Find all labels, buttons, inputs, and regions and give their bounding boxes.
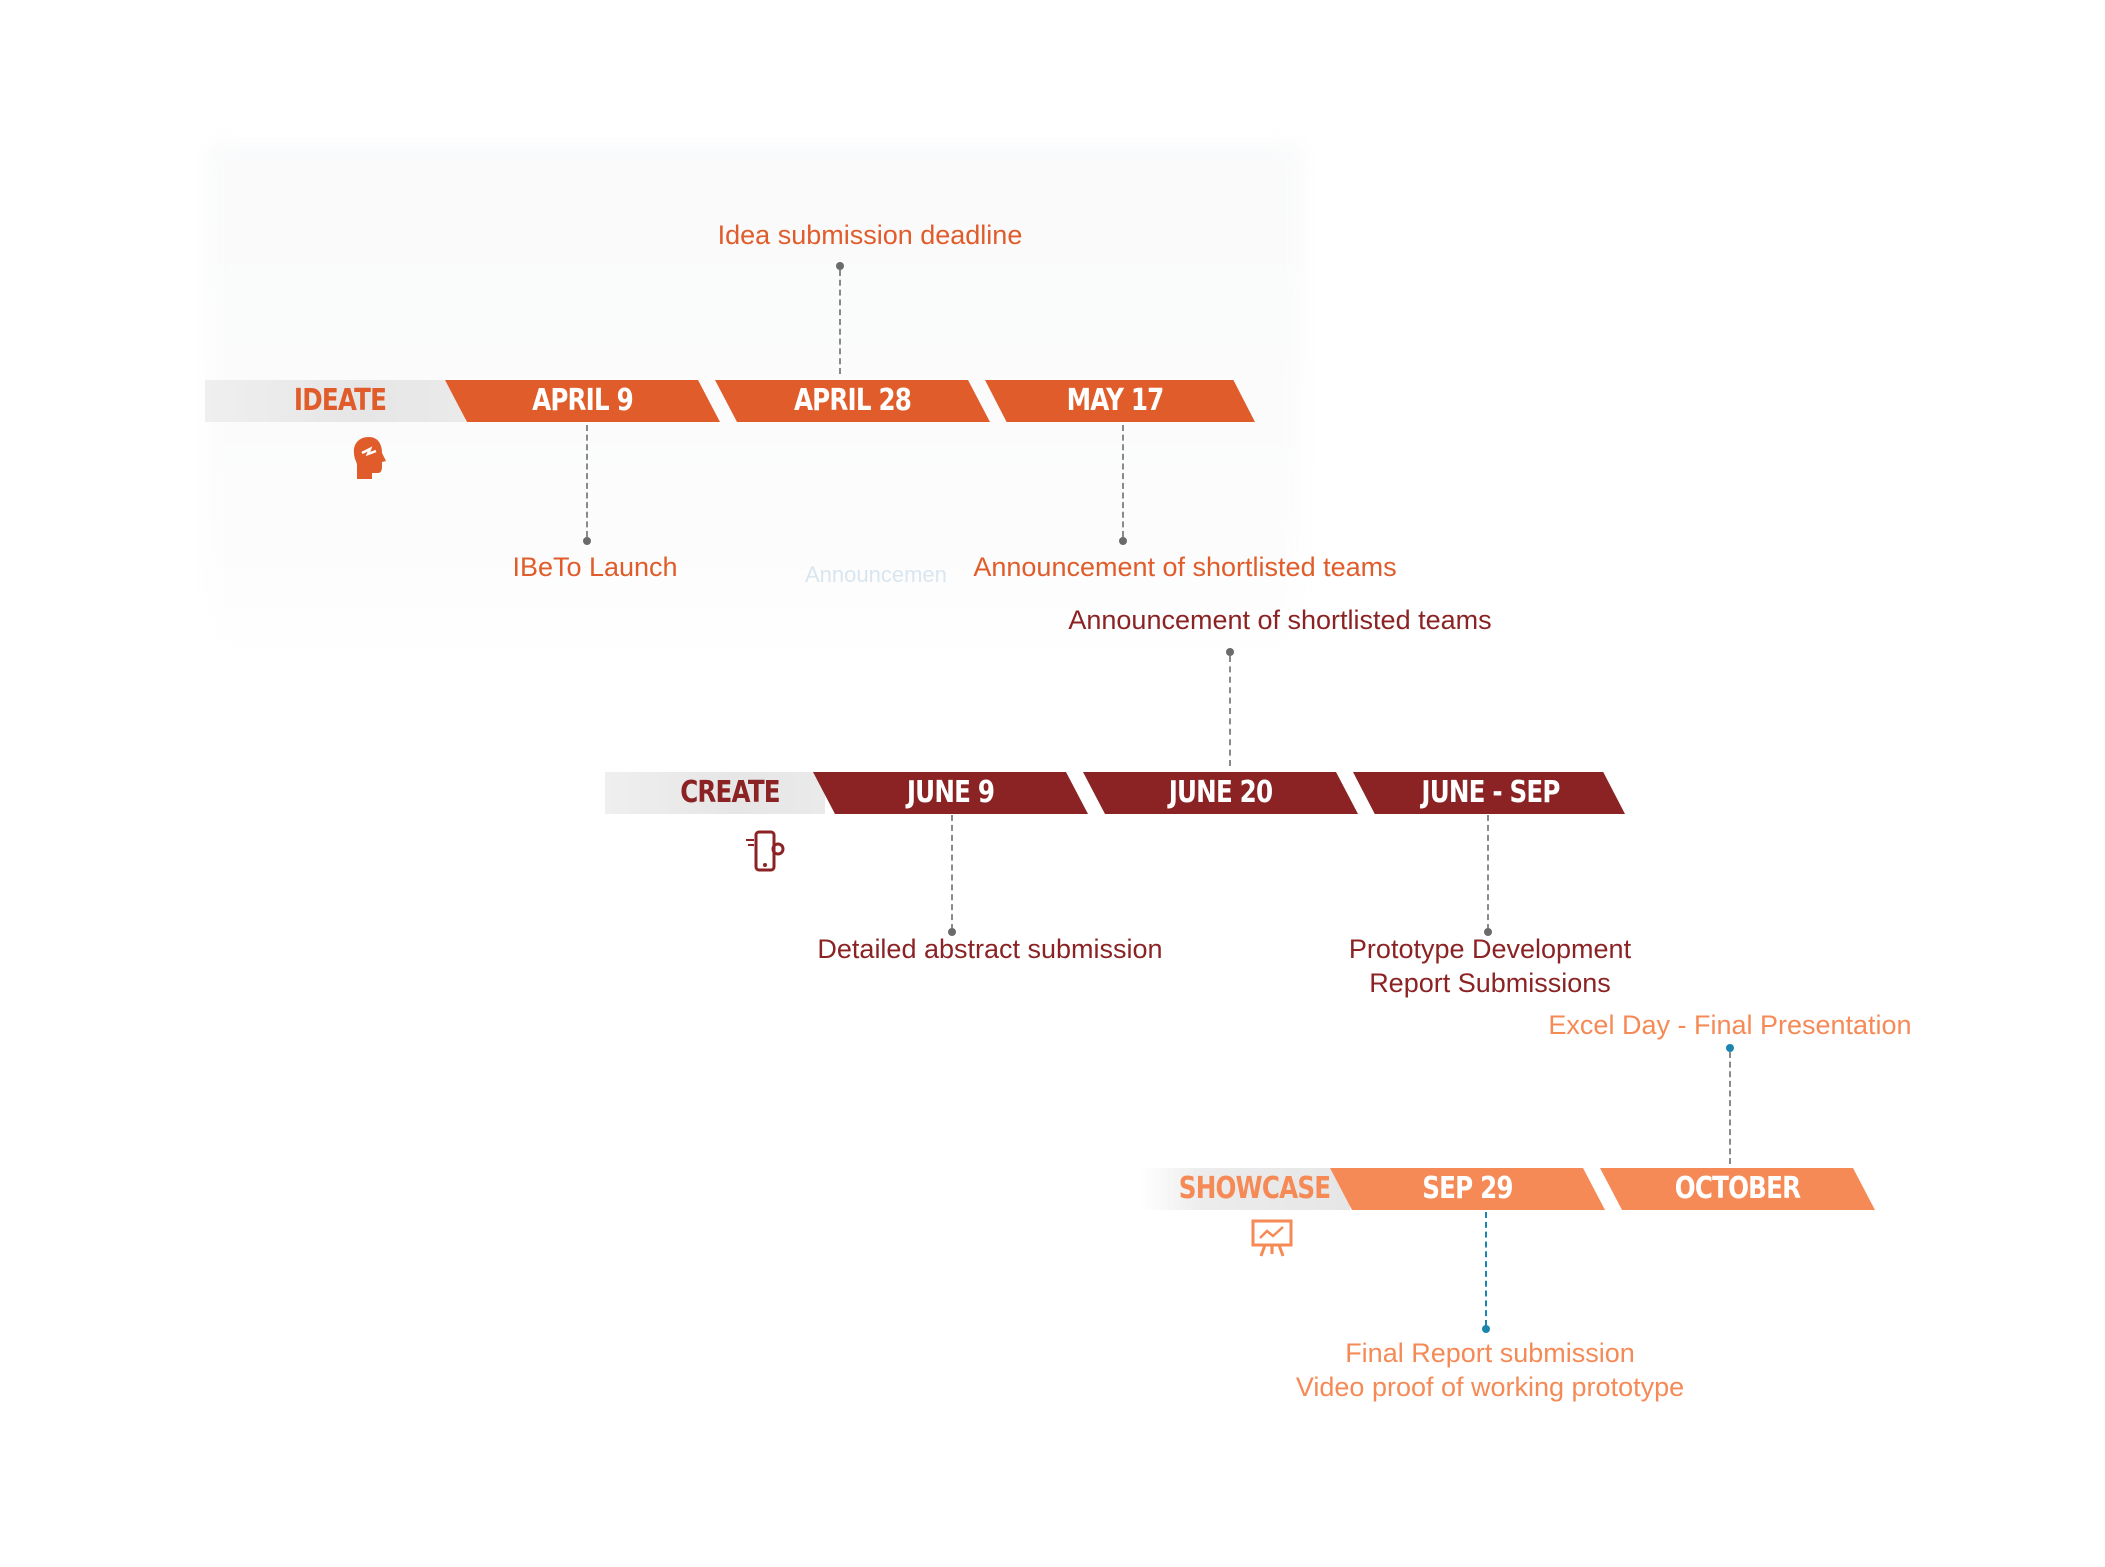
create-date-slab [1083,772,1358,814]
ideate-note-shortlisted: Announcement of shortlisted teams [973,552,1397,582]
connector-dot [948,928,956,936]
connector-line [1122,425,1124,537]
showcase-bar: SHOWCASE SEP 29 OCTOBER [1140,1168,1875,1210]
connector-line [1485,1212,1487,1326]
showcase-track [1140,1168,1350,1210]
ideate-date-3: MAY 17 [1066,383,1165,418]
ideate-stage-label: IDEATE [293,383,387,418]
ideate-date-slab [985,380,1255,422]
connector-line [1229,656,1231,766]
showcase-note-final-report: Final Report submission [1345,1338,1635,1368]
connector-line [951,815,953,930]
create-bar: CREATE JUNE 9 JUNE 20 JUNE - SEP [605,772,1625,814]
ideate-date-slab [715,380,990,422]
showcase-note-video-proof: Video proof of working prototype [1295,1372,1685,1402]
create-stage-label: CREATE [680,775,780,810]
create-note-abstract: Detailed abstract submission [817,934,1163,964]
ideate-bar: IDEATE APRIL 9 APRIL 28 MAY 17 [205,380,1255,422]
create-date-slab [813,772,1088,814]
connector-dot [836,262,844,270]
head-brain-icon [350,435,388,481]
ideate-note-idea-deadline: Idea submission deadline [717,220,1023,250]
connector-dot [1119,537,1127,545]
create-date-1: JUNE 9 [906,775,995,810]
presentation-board-icon [1251,1218,1293,1258]
connector-dot [1226,648,1234,656]
connector-line [586,425,588,537]
showcase-date-1: SEP 29 [1422,1171,1513,1206]
ideate-track [205,380,465,422]
showcase-date-slab [1600,1168,1875,1210]
showcase-date-slab [1330,1168,1605,1210]
ideate-date-2: APRIL 28 [793,383,912,418]
create-date-3: JUNE - SEP [1421,775,1560,810]
create-date-slab [1353,772,1625,814]
mobile-settings-icon [744,830,788,874]
ghost-text: Announcemen [805,562,947,587]
create-note-prototype-1: Prototype Development [1348,934,1632,964]
create-track [605,772,825,814]
connector-dot [1482,1325,1490,1333]
create-date-2: JUNE 20 [1168,775,1273,810]
create-note-shortlisted: Announcement of shortlisted teams [1068,605,1492,635]
connector-dot [583,537,591,545]
create-note-prototype-2: Report Submissions [1369,968,1611,998]
connector-dot [1726,1044,1734,1052]
ideate-date-1: APRIL 9 [532,383,634,418]
showcase-note-excel-day: Excel Day - Final Presentation [1548,1010,1912,1040]
showcase-date-2: OCTOBER [1674,1171,1801,1206]
ideate-date-slab [445,380,720,422]
connector-line [1487,815,1489,930]
showcase-stage-label: SHOWCASE [1178,1171,1331,1206]
ideate-note-launch: IBeTo Launch [512,552,678,582]
connector-line [1729,1052,1731,1164]
connector-line [839,270,841,374]
connector-dot [1484,928,1492,936]
